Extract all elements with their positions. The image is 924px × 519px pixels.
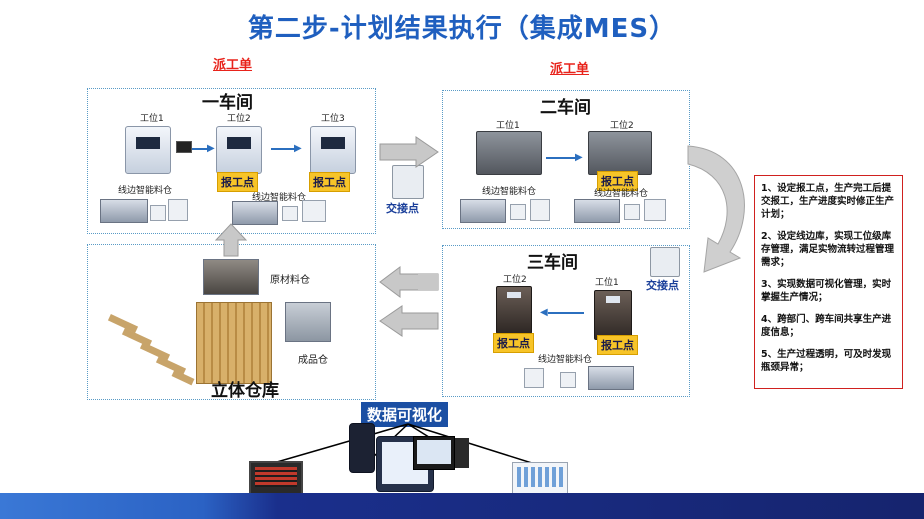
transfer-arrow-up [214,223,248,257]
note-item: 2、设定线边库，实现工位级库存管理，满足实物流转过程管理需求； [761,231,895,268]
workshop2-title: 二车间 [540,98,591,118]
workshop1-machine-2 [216,126,262,174]
storage-box [510,204,526,220]
workshop3-station-1: 工位1 [595,278,619,288]
arrow-right-icon: ▶ [575,152,583,163]
storage-box [150,205,166,221]
page-title: 第二步-计划结果执行（集成MES） [247,14,677,44]
workshop3-machine-2 [496,286,532,334]
workshop1-station-3: 工位3 [321,114,345,124]
storage-box [644,199,666,221]
note-item: 4、跨部门、跨车间共享生产进度信息； [761,314,892,338]
handover-point-label: 交接点 [646,279,679,292]
workshop3-machine-1 [594,290,632,340]
raw-material-label: 原材料仓 [270,275,310,286]
note-item: 1、设定报工点，生产完工后提交报工，生产进度实时修正生产计划； [761,183,895,220]
raw-material-warehouse-image [203,259,259,295]
transfer-arrow-left [379,305,439,337]
report-point-tag: 报工点 [309,172,350,192]
workshop-transfer-curve [687,145,745,273]
handover-kiosk [392,165,424,199]
storage-box [168,199,188,221]
arrow-left-icon: ◀ [540,307,548,318]
storage-shelf [574,199,620,223]
automated-warehouse-image [196,302,272,384]
workshop2-station-2: 工位2 [610,121,634,131]
handover-point-label: 交接点 [386,202,419,215]
arrow-right-icon: ▶ [207,143,215,154]
workshop1-machine-3 [310,126,356,174]
warehouse-title: 立体仓库 [211,381,279,401]
workshop2-machine-2 [588,131,652,175]
pc-tower-image [455,438,469,468]
storage-box [282,206,298,221]
workshop1-station-2: 工位2 [227,114,251,124]
report-point-tag: 报工点 [597,171,638,191]
line-storage-label: 线边智能料仓 [482,187,537,197]
flow-arrow-3 [546,157,578,159]
report-point-tag: 报工点 [217,172,258,192]
transfer-arrow-right [379,266,439,298]
dashboard-screen-image [249,461,303,495]
dispatch-order-label-1: 派工单 [213,58,253,73]
workshop1-station-1: 工位1 [140,114,164,124]
flow-arrow-2 [271,148,297,150]
desktop-monitor-image [413,436,455,470]
storage-shelf [100,199,148,223]
workshop1-title: 一车间 [202,93,253,113]
benefits-notes-box: 1、设定报工点，生产完工后提交报工，生产进度实时修正生产计划； 2、设定线边库，… [754,175,903,389]
arrow-right-icon: ▶ [294,143,302,154]
storage-box [560,372,576,388]
storage-box [302,200,326,222]
workshop1-machine-1 [125,126,171,174]
data-visualization-label: 数据可视化 [361,402,449,427]
report-screen-image [512,462,568,494]
storage-shelf [588,366,634,390]
dispatch-order-label-2: 派工单 [550,62,590,77]
storage-box [624,204,640,220]
phone-image [349,423,375,473]
flow-arrow-4 [548,312,584,314]
storage-box [530,199,550,221]
finished-goods-label: 成品仓 [298,355,328,366]
workshop2-machine-1 [476,131,542,175]
storage-shelf [232,201,278,225]
handover-kiosk [650,247,680,277]
note-item: 5、生产过程透明，可及时发现瓶颈异常； [761,349,892,373]
workshop2-station-1: 工位1 [496,121,520,131]
note-item: 3、实现数据可视化管理，实时掌握生产情况； [761,279,892,303]
report-point-tag: 报工点 [597,335,638,355]
line-storage-label: 线边智能料仓 [118,186,173,196]
footer-band [0,493,924,519]
storage-box [524,368,544,388]
workshop3-title: 三车间 [527,253,578,273]
line-storage-label: 线边智能料仓 [538,355,593,365]
finished-goods-warehouse-image [285,302,331,342]
transfer-arrow-right [379,136,439,168]
storage-shelf [460,199,506,223]
workshop3-station-2: 工位2 [503,275,527,285]
line-storage-label: 线边智能料仓 [252,193,307,203]
monitor-icon [176,141,192,153]
report-point-tag: 报工点 [493,333,534,353]
flow-arrow-1 [192,148,210,150]
line-storage-label: 线边智能料仓 [594,189,649,199]
workshop3-panel [442,245,690,397]
